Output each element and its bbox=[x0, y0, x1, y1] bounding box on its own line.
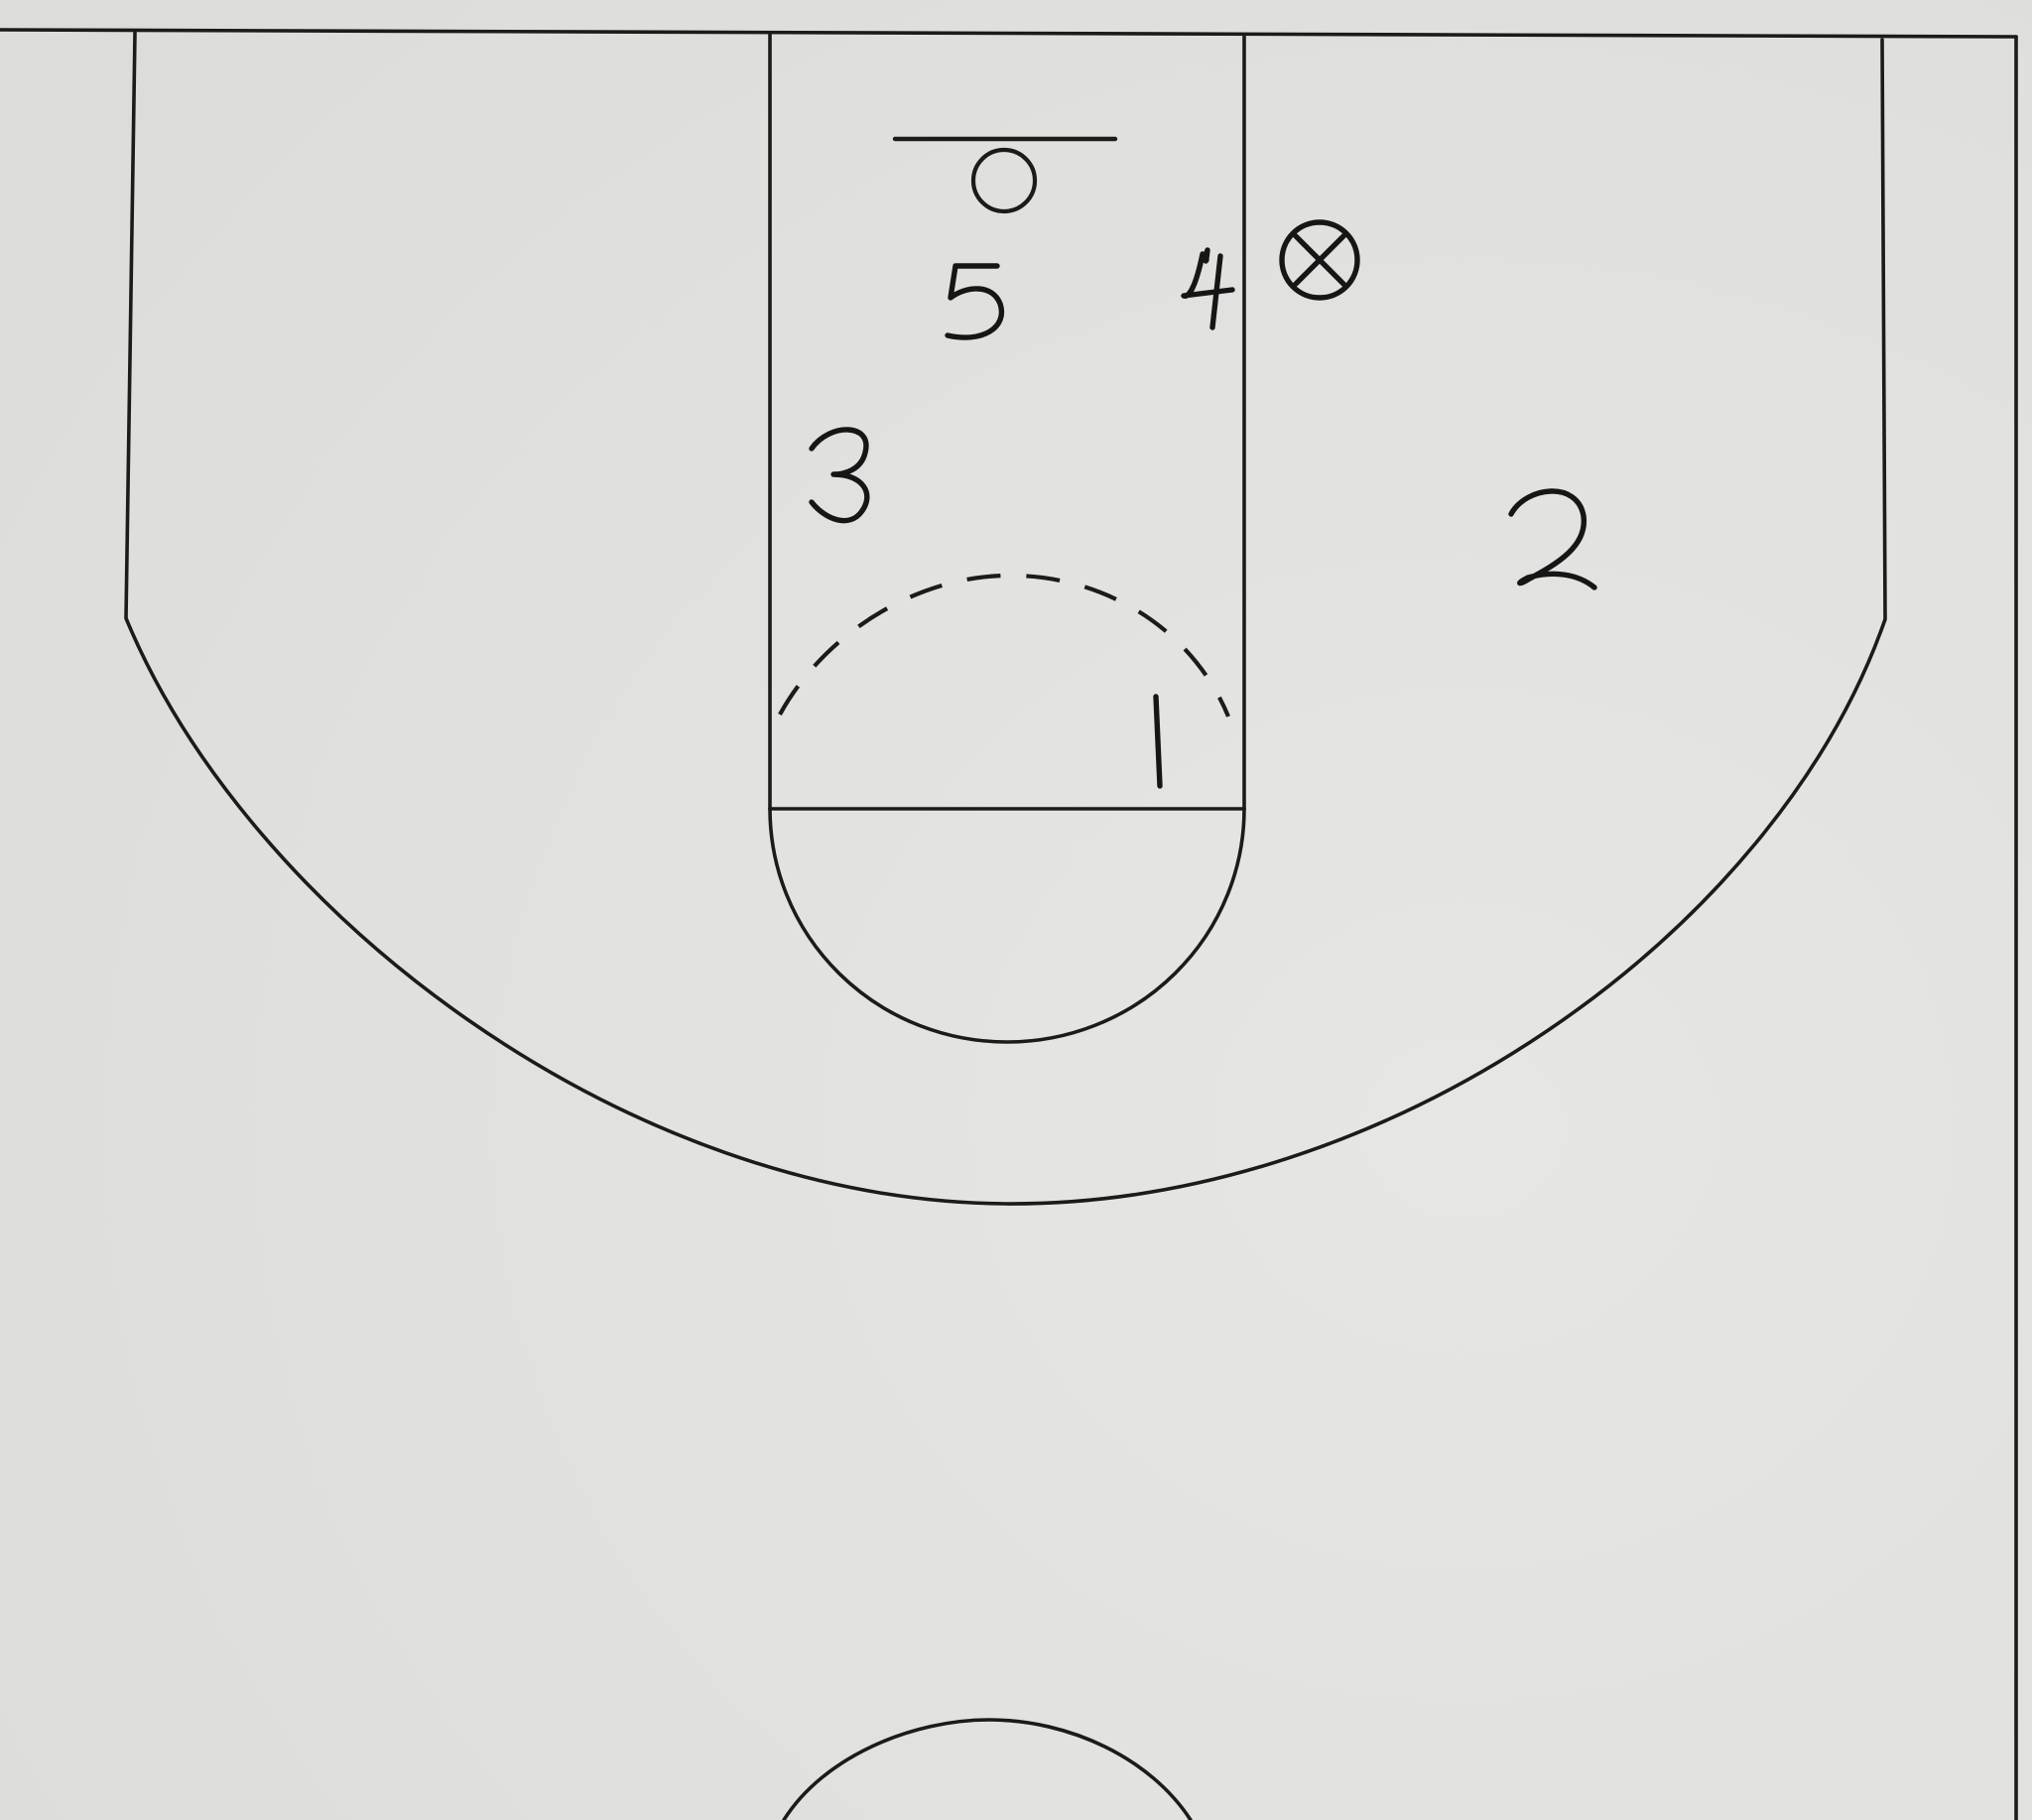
three-point-line bbox=[124, 31, 1887, 1206]
restricted-area-arc bbox=[778, 573, 1230, 717]
center-circle bbox=[782, 1718, 1193, 1820]
player-2-marker bbox=[1508, 488, 1597, 590]
hoop-icon bbox=[970, 147, 1038, 214]
player-1-marker bbox=[1153, 694, 1163, 789]
player-3-marker bbox=[809, 427, 870, 524]
free-throw-circle bbox=[768, 807, 1246, 1044]
player-5-marker bbox=[945, 263, 1005, 340]
player-4-marker bbox=[1181, 247, 1235, 330]
baseline bbox=[0, 28, 2018, 39]
circle-x-icon bbox=[1279, 219, 1360, 301]
